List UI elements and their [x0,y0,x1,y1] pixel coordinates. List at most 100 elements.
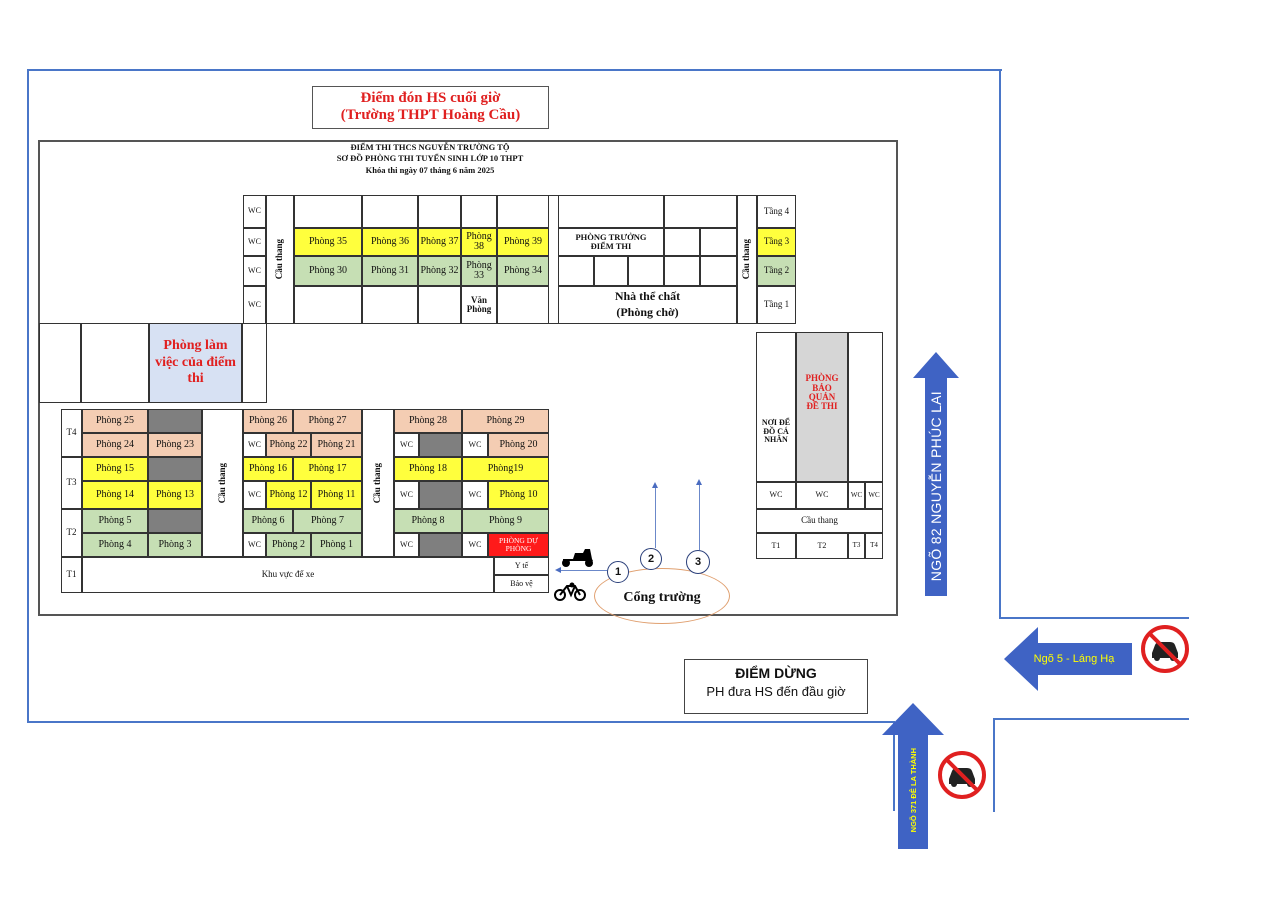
room-22: Phòng 22 [266,433,311,457]
wc-top-3: WC [243,228,266,256]
gate-2-marker: 2 [640,548,662,570]
road-label-right: NGÕ 82 NGUYỄN PHÚC LAI [928,390,944,582]
room-33: Phòng 33 [461,256,497,286]
wc-top-4: WC [243,195,266,228]
exam-storage-room: PHÒNG BẢO QUẢN ĐỀ THI [796,332,848,482]
wc-c-4a: WC [394,433,419,457]
wc-c-3b: WC [462,481,488,509]
room-14: Phòng 14 [82,481,148,509]
t2-right: T2 [796,533,848,559]
arrow-up-icon [652,482,658,488]
office-room: Văn Phòng [461,286,497,324]
stop-subtitle: PH đưa HS đến đầu giờ [706,684,846,699]
road-arrow-up-icon [913,352,959,596]
left-wing-block [242,323,267,403]
room-27: Phòng 27 [293,409,362,433]
wc-r-3: WC [848,482,865,509]
left-wing-block [39,323,81,403]
left-wing-block [81,323,149,403]
room-21: Phòng 21 [311,433,362,457]
pickup-subtitle: (Trường THPT Hoàng Cầu) [340,107,521,123]
wc-c-4b: WC [462,433,488,457]
room-4: Phòng 4 [82,533,148,557]
room-5: Phòng 5 [82,509,148,533]
room-39: Phòng 39 [497,228,549,256]
reserve-room: PHÒNG DỰ PHÒNG [488,533,549,557]
room-31: Phòng 31 [362,256,418,286]
arrow-left-icon [555,567,561,573]
room-28: Phòng 28 [394,409,462,433]
dark-block [419,481,462,509]
arrow-up-icon [696,479,702,485]
room-empty [362,286,418,324]
medical-room: Y tế [494,557,549,575]
stairs-right: Cầu thang [756,509,883,533]
header-line-3: Khóa thi ngày 07 tháng 6 năm 2025 [365,164,495,175]
stop-title: ĐIỂM DỪNG [735,665,817,681]
floor-1-label: Tầng 1 [757,286,796,324]
t1-label: T1 [61,557,82,593]
room-empty [294,195,362,228]
room-20: Phòng 20 [488,433,549,457]
room-38: Phòng 38 [461,228,497,256]
header-line-1: ĐIỂM THI THCS NGUYỄN TRƯỜNG TỘ [350,142,510,152]
room-empty [700,228,737,256]
room-empty [558,256,594,286]
scooter-icon [562,549,593,567]
map-header: ĐIỂM THI THCS NGUYỄN TRƯỜNG TỘ SƠ ĐỒ PHÒ… [310,142,550,176]
gate-1-marker: 1 [607,561,629,583]
room-13: Phòng 13 [148,481,202,509]
room-empty [664,228,700,256]
room-empty [418,286,461,324]
room-25: Phòng 25 [82,409,148,433]
floor-2-label: Tầng 2 [757,256,796,286]
wc-c-2a: WC [394,533,419,557]
stairs-left: Cầu thang [202,409,243,557]
t4-label: T4 [61,409,82,457]
floor-3-label: Tầng 3 [757,228,796,256]
room-empty [294,286,362,324]
room-empty [497,286,549,324]
room-3: Phòng 3 [148,533,202,557]
road-label-bottom: NGÕ 371 ĐÊ LA THÀNH [908,747,918,833]
room-12: Phòng 12 [266,481,311,509]
t2-label: T2 [61,509,82,557]
right-block-empty [848,332,883,482]
personal-items-area: NƠI ĐỂ ĐỒ CÁ NHÂN [756,332,796,482]
room-23: Phòng 23 [148,433,202,457]
room-36: Phòng 36 [362,228,418,256]
room-empty [497,195,549,228]
room-10: Phòng 10 [488,481,549,509]
road-arrow-up-bottom-icon [882,703,944,849]
t3-right: T3 [848,533,865,559]
gate-ellipse: Cổng trường [594,568,730,624]
road-arrow-left-icon [1004,627,1132,691]
room-11: Phòng 11 [311,481,362,509]
gym-waiting-room: Nhà thể chất (Phòng chờ) [558,286,737,324]
floor-4-label: Tầng 4 [757,195,796,228]
room-empty [628,256,664,286]
room-empty [664,195,737,228]
room-9: Phòng 9 [462,509,549,533]
dark-block [419,533,462,557]
room-24: Phòng 24 [82,433,148,457]
room-32: Phòng 32 [418,256,461,286]
gate-3-marker: 3 [686,550,710,574]
room-empty [664,256,700,286]
wc-b-3: WC [243,481,266,509]
room-37: Phòng 37 [418,228,461,256]
dark-block [148,457,202,481]
wc-r-2: WC [796,482,848,509]
room-8: Phòng 8 [394,509,462,533]
wc-c-2b: WC [462,533,488,557]
room-30: Phòng 30 [294,256,362,286]
dark-block [419,433,462,457]
parking-area: Khu vực để xe [82,557,494,593]
room-16: Phòng 16 [243,457,293,481]
header-line-2: SƠ ĐỒ PHÒNG THI TUYỂN SINH LỚP 10 THPT [336,153,524,164]
no-car-sign-icon [938,751,986,799]
wc-r-4: WC [865,482,883,509]
room-empty [558,195,664,228]
gate-label: Cổng trường [623,590,701,605]
room-empty [700,256,737,286]
